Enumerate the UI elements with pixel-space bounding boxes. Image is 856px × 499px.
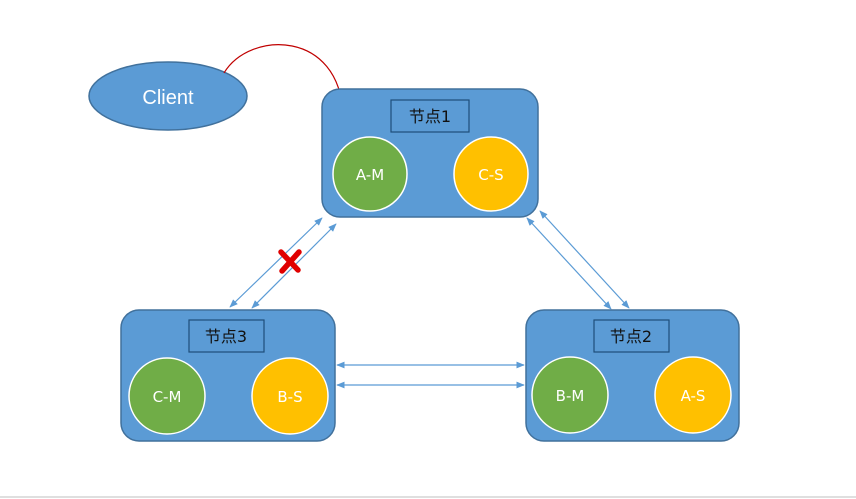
node-2-label-box [593, 319, 670, 353]
node-2: 节点2 B-M A-S [525, 309, 740, 442]
shard-b-m [531, 356, 609, 434]
link-node1-node2-a [526, 217, 612, 310]
client-ellipse [88, 61, 248, 131]
shard-b-m-label: B-M [556, 387, 585, 405]
shard-a-m [332, 136, 408, 212]
shard-a-m-label: A-M [356, 166, 384, 184]
shard-c-m-label: C-M [153, 388, 182, 406]
link-node1-node3-a [229, 217, 323, 308]
link-node1-node2-b [539, 210, 630, 309]
node-3-label-box [188, 319, 265, 353]
shard-a-s [654, 356, 732, 434]
client-label: Client [142, 87, 194, 109]
shard-c-s-label: C-S [478, 166, 503, 184]
shard-a-s-label: A-S [681, 387, 706, 405]
node-1: 节点1 A-M C-S [321, 88, 539, 218]
node-3-label: 节点3 [205, 327, 247, 346]
client: Client [88, 61, 248, 131]
node-2-label: 节点2 [610, 327, 652, 346]
shard-c-s [453, 136, 529, 212]
x-mark-icon [278, 249, 302, 274]
shard-c-m [128, 357, 206, 435]
node-1-label: 节点1 [409, 107, 451, 126]
shard-b-s-label: B-S [277, 388, 302, 406]
node-1-label-box [390, 99, 470, 133]
shard-b-s [251, 357, 329, 435]
node-3: 节点3 C-M B-S [120, 309, 336, 442]
